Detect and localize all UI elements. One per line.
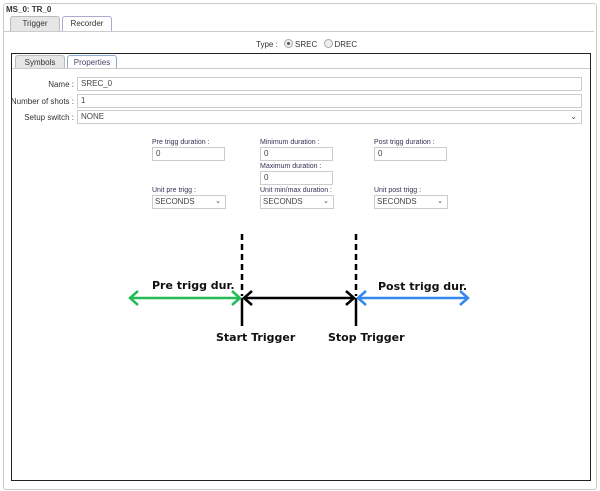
shots-input[interactable]: 1: [77, 94, 582, 108]
chevron-down-icon: ⌄: [437, 198, 443, 205]
tab-recorder[interactable]: Recorder: [62, 16, 112, 32]
inner-tab-divider: [12, 68, 590, 69]
unit-minmax-value: SECONDS: [263, 197, 303, 206]
tab-trigger[interactable]: Trigger: [10, 16, 60, 31]
post-trigg-label: Post trigg dur.: [378, 280, 468, 293]
window-title: MS_0: TR_0: [6, 5, 52, 14]
chevron-down-icon: ⌄: [215, 198, 221, 205]
unit-pre-label: Unit pre trigg :: [152, 187, 196, 194]
pre-arrow: [128, 290, 242, 306]
drec-label[interactable]: DREC: [334, 40, 358, 49]
max-duration-label: Maximum duration :: [260, 163, 322, 170]
properties-panel: [11, 53, 591, 481]
stop-trigger-label: Stop Trigger: [328, 331, 405, 344]
unit-pre-select[interactable]: SECONDS ⌄: [152, 195, 226, 209]
min-duration-label: Minimum duration :: [260, 139, 320, 146]
type-selector: Type : SREC DREC: [256, 39, 357, 49]
srec-label[interactable]: SREC: [295, 40, 318, 49]
chevron-down-icon: ⌄: [570, 112, 577, 121]
tab-symbols[interactable]: Symbols: [15, 55, 65, 69]
unit-post-label: Unit post trigg :: [374, 187, 422, 194]
min-duration-input[interactable]: 0: [260, 147, 333, 161]
unit-minmax-label: Unit min/max duration :: [260, 187, 332, 194]
start-trigger-label: Start Trigger: [216, 331, 296, 344]
unit-post-select[interactable]: SECONDS ⌄: [374, 195, 448, 209]
shots-label: Number of shots :: [10, 97, 74, 106]
chevron-down-icon: ⌄: [323, 198, 329, 205]
mid-arrow: [242, 290, 356, 306]
max-duration-input[interactable]: 0: [260, 171, 333, 185]
unit-pre-value: SECONDS: [155, 197, 195, 206]
setup-select[interactable]: NONE ⌄: [77, 110, 582, 124]
post-duration-input[interactable]: 0: [374, 147, 447, 161]
srec-radio[interactable]: [284, 39, 294, 48]
drec-radio[interactable]: [323, 39, 333, 48]
name-input[interactable]: SREC_0: [77, 77, 582, 91]
tab-divider: [4, 31, 594, 32]
post-duration-label: Post trigg duration :: [374, 139, 435, 146]
name-label: Name :: [48, 80, 74, 89]
pre-duration-input[interactable]: 0: [152, 147, 225, 161]
unit-post-value: SECONDS: [377, 197, 417, 206]
unit-minmax-select[interactable]: SECONDS ⌄: [260, 195, 334, 209]
tab-properties[interactable]: Properties: [67, 55, 117, 69]
pre-trigg-label: Pre trigg dur.: [152, 279, 235, 292]
setup-value: NONE: [81, 112, 105, 121]
pre-duration-label: Pre trigg duration :: [152, 139, 210, 146]
setup-label: Setup switch :: [24, 113, 74, 122]
post-arrow: [356, 290, 470, 306]
type-label: Type :: [256, 40, 278, 49]
